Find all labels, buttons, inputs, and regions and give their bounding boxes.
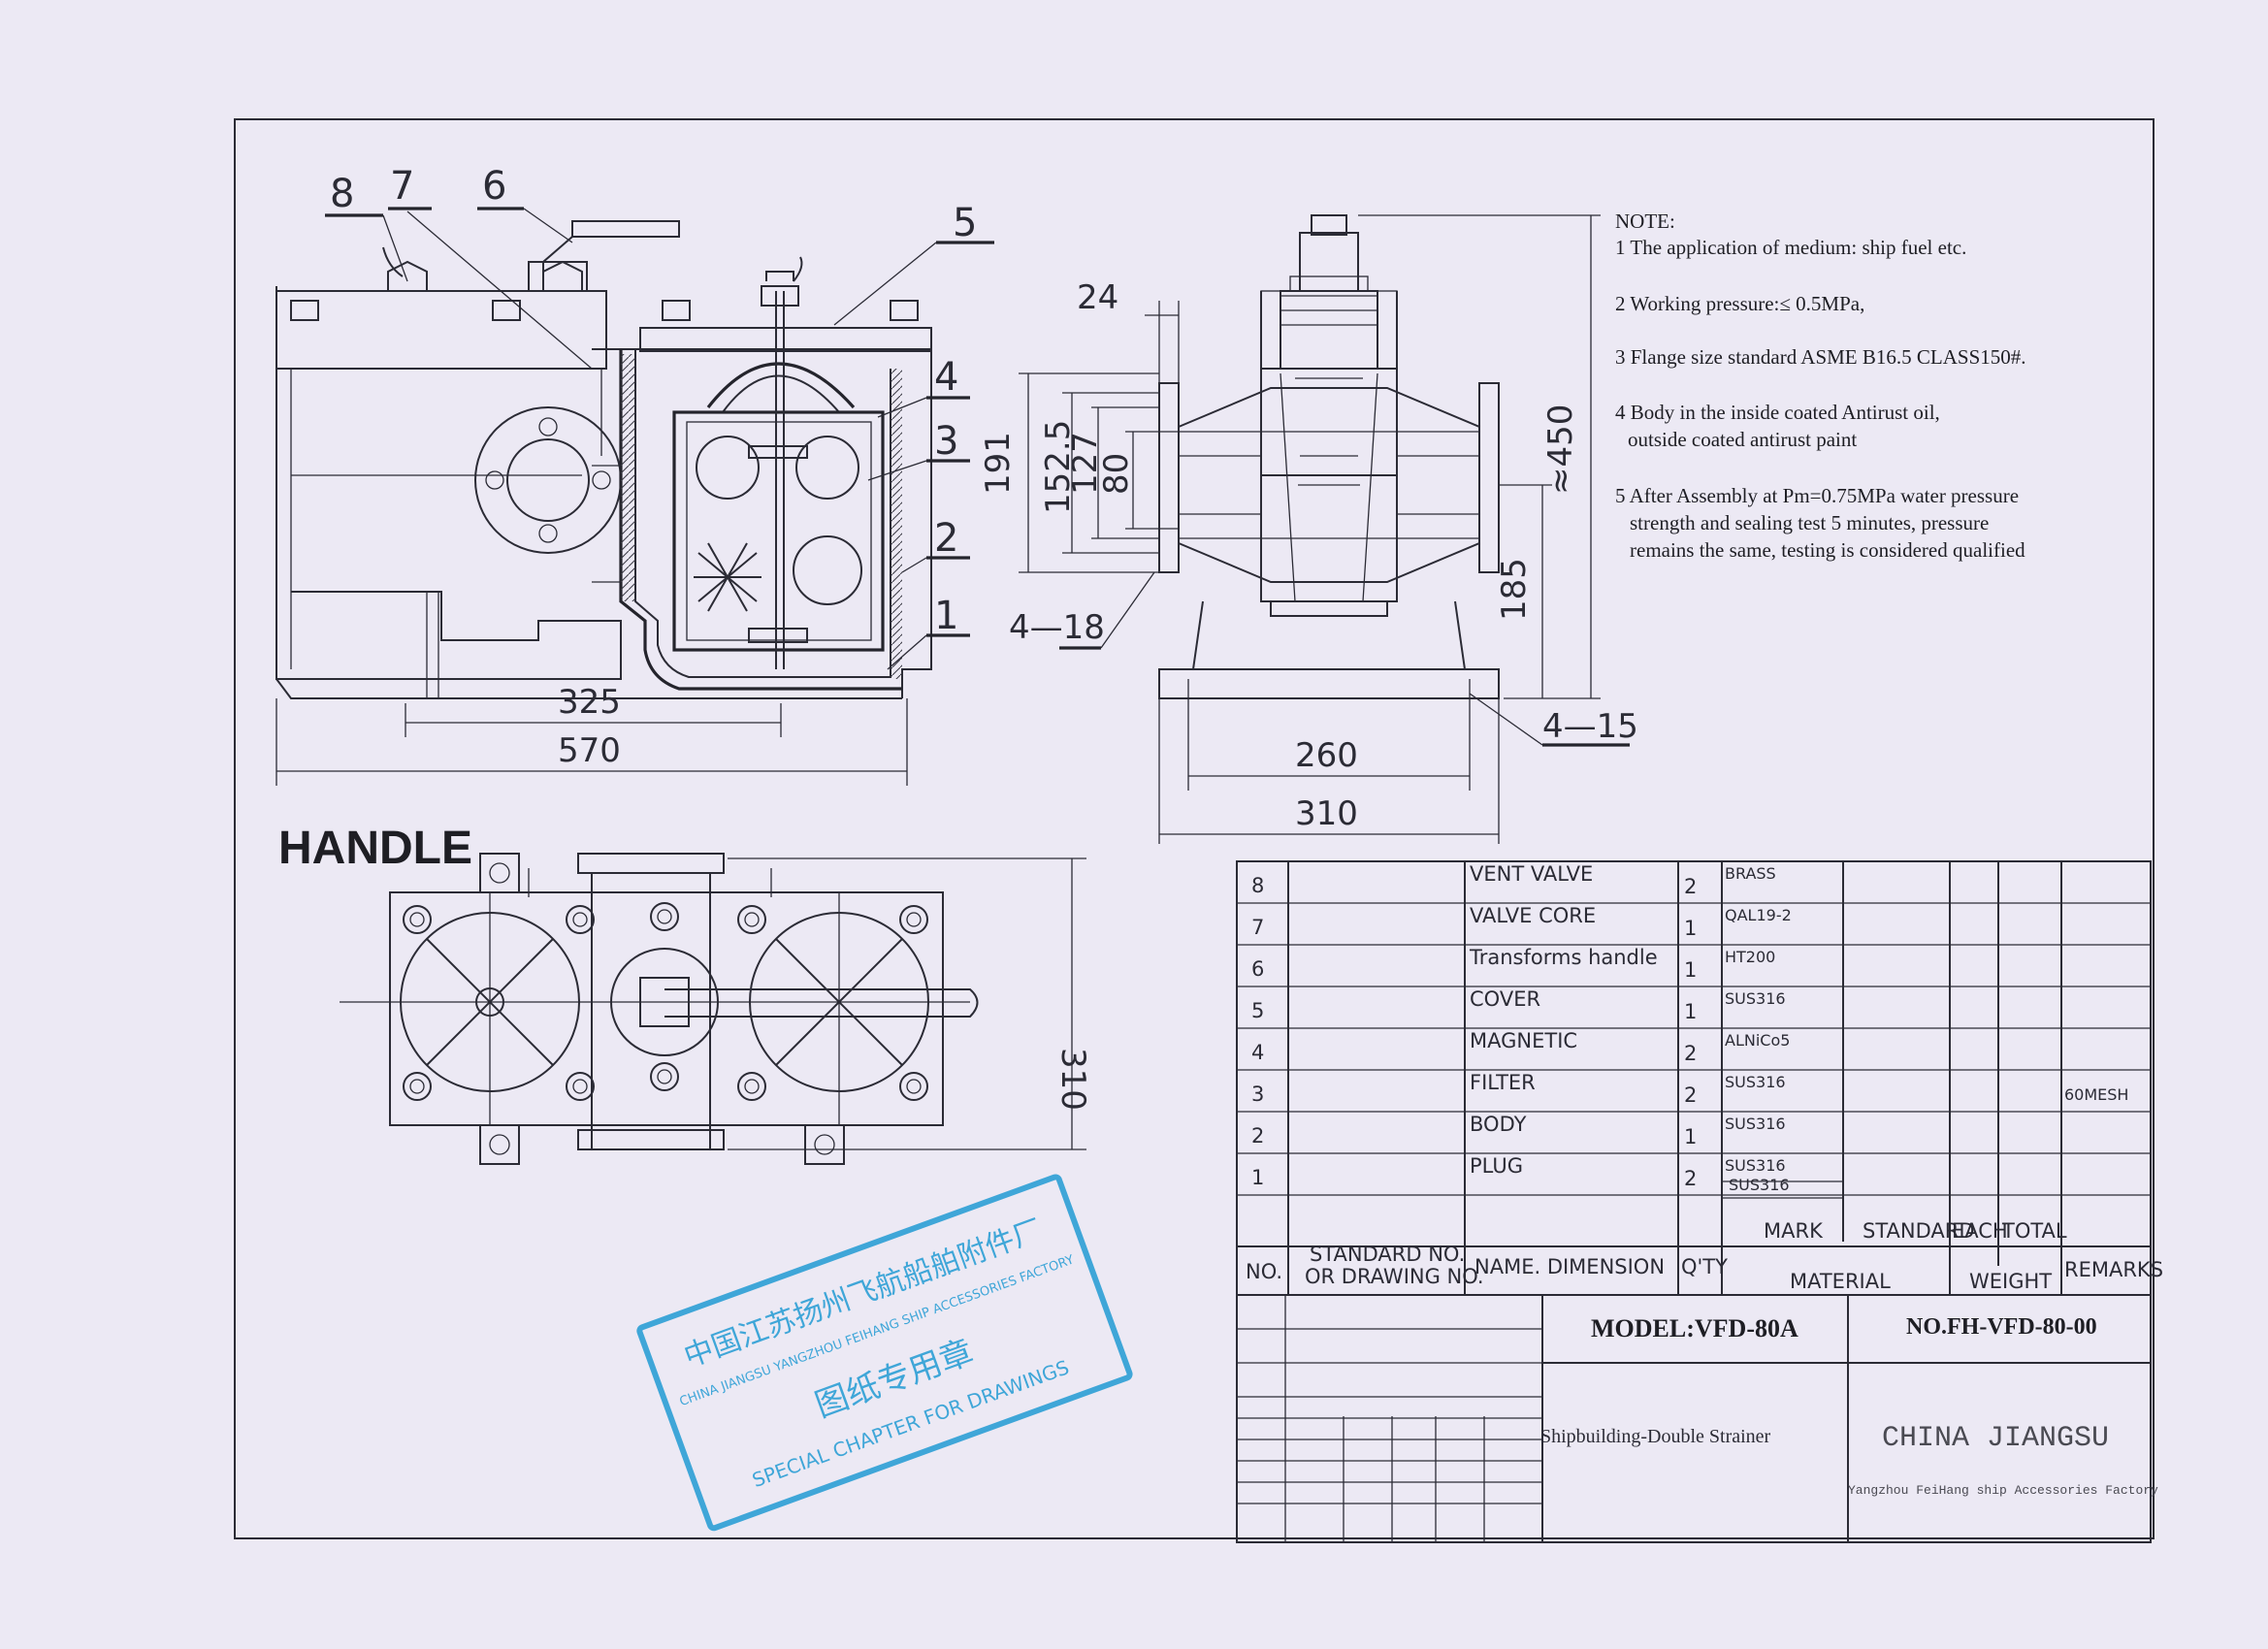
dim-310-top: 310 [1053, 1048, 1092, 1111]
parts-row-7-material: QAL19-2 [1725, 906, 1792, 924]
notes-heading: NOTE: [1615, 210, 1675, 233]
th-weight: WEIGHT [1969, 1270, 2052, 1293]
parts-row-4-material: ALNiCo5 [1725, 1031, 1790, 1050]
callout-4: 4 [934, 355, 958, 400]
parts-row-3-remarks: 60MESH [2064, 1085, 2128, 1104]
th-standard-1: STANDARD NO. [1310, 1243, 1465, 1266]
dim-24: 24 [1077, 278, 1118, 317]
parts-row-4-qty: 2 [1684, 1042, 1697, 1065]
dim-450: ≈450 [1541, 404, 1580, 495]
dim-185: 185 [1495, 558, 1534, 621]
callout-6: 6 [482, 164, 506, 209]
dim-260: 260 [1295, 736, 1358, 775]
dim-152-5: 152.5 [1039, 420, 1078, 514]
note-5a: 5 After Assembly at Pm=0.75MPa water pre… [1615, 484, 2019, 507]
th-name: NAME. DIMENSION [1474, 1255, 1665, 1278]
callout-5: 5 [953, 201, 977, 245]
parts-row-3-name: FILTER [1470, 1071, 1536, 1094]
note-4b: outside coated antirust paint [1628, 428, 1857, 451]
top-view: 310 [340, 853, 1092, 1165]
parts-row-6-name: Transforms handle [1469, 946, 1658, 969]
parts-row-1-material: SUS316 [1725, 1156, 1786, 1175]
th-qty: Q'TY [1681, 1255, 1728, 1278]
note-5c: remains the same, testing is considered … [1630, 538, 2025, 562]
parts-row-1-material-extra: SUS316 [1729, 1176, 1790, 1194]
title-block: MODEL:VFD-80A NO.FH-VFD-80-00 Shipbuildi… [1236, 1294, 2158, 1543]
note-4a: 4 Body in the inside coated Antirust oil… [1615, 401, 1940, 424]
parts-row-8-qty: 2 [1684, 875, 1697, 898]
parts-row-1-name: PLUG [1470, 1154, 1523, 1178]
parts-row-1-no: 1 [1251, 1166, 1264, 1189]
part-callouts: 8 7 6 5 4 3 2 1 [325, 164, 994, 670]
dim-570: 570 [558, 731, 621, 770]
th-material: MATERIAL [1790, 1270, 1891, 1293]
parts-row-5-material: SUS316 [1725, 989, 1786, 1008]
front-section-view [275, 220, 932, 699]
parts-row-8-no: 8 [1251, 874, 1264, 897]
th-standard: STANDARD [1863, 1219, 1975, 1243]
parts-row-2-material: SUS316 [1725, 1115, 1786, 1133]
parts-row-4-name: MAGNETIC [1470, 1029, 1577, 1052]
note-3: 3 Flange size standard ASME B16.5 CLASS1… [1615, 345, 2026, 369]
parts-row-5-name: COVER [1470, 987, 1540, 1011]
parts-row-7-name: VALVE CORE [1470, 904, 1596, 927]
dim-310: 310 [1295, 794, 1358, 833]
th-each: EACH [1952, 1219, 2008, 1243]
note-1: 1 The application of medium: ship fuel e… [1615, 236, 1966, 259]
th-remarks: REMARKS [2064, 1258, 2163, 1281]
note-2: 2 Working pressure:≤ 0.5MPa, [1615, 292, 1864, 315]
th-no: NO. [1246, 1260, 1282, 1283]
parts-row-7-qty: 1 [1684, 917, 1697, 940]
callout-1: 1 [934, 594, 958, 638]
parts-row-8-material: BRASS [1725, 864, 1776, 883]
parts-row-3-material: SUS316 [1725, 1073, 1786, 1091]
parts-row-6-material: HT200 [1725, 948, 1775, 966]
side-dimensions: 24 191 152.5 127 80 ≈450 185 4—15 2 [979, 214, 1638, 844]
dim-325: 325 [558, 683, 621, 722]
dim-191: 191 [979, 432, 1018, 495]
callout-8: 8 [330, 172, 354, 216]
company-name: Yangzhou FeiHang ship Accessories Factor… [1848, 1483, 2158, 1498]
callout-2: 2 [934, 516, 958, 561]
callout-3: 3 [934, 419, 958, 464]
side-view [1158, 214, 1500, 699]
th-total: TOTAL [2001, 1219, 2067, 1243]
model-title: MODEL:VFD-80A [1591, 1314, 1798, 1342]
notes-block: NOTE: 1 The application of medium: ship … [1615, 210, 2026, 562]
note-5b: strength and sealing test 5 minutes, pre… [1630, 511, 1989, 534]
th-mark: MARK [1764, 1219, 1824, 1243]
dim-80: 80 [1097, 453, 1136, 495]
parts-row-3-qty: 2 [1684, 1083, 1697, 1107]
handle-label: HANDLE [278, 823, 472, 874]
parts-row-2-name: BODY [1470, 1113, 1527, 1136]
parts-row-5-no: 5 [1251, 999, 1264, 1022]
drawing-number: NO.FH-VFD-80-00 [1906, 1314, 2097, 1340]
parts-row-2-qty: 1 [1684, 1125, 1697, 1148]
parts-row-5-qty: 1 [1684, 1000, 1697, 1023]
callout-7: 7 [390, 164, 414, 209]
drawing-border [234, 118, 2155, 1539]
parts-table: 8 VENT VALVE 2 BRASS 7 VALVE CORE 1 QAL19-2 6 Tra… [1236, 860, 2163, 1296]
factory-stamp: 中国江苏扬州飞航船舶附件厂 CHINA JIANGSU YANGZHOU FEI… [636, 1174, 1133, 1532]
parts-row-8-name: VENT VALVE [1470, 862, 1593, 886]
drawing-description: Shipbuilding-Double Strainer [1540, 1426, 1771, 1447]
parts-row-1-qty: 2 [1684, 1167, 1697, 1190]
dim-4-15: 4—15 [1542, 707, 1638, 746]
parts-row-6-no: 6 [1251, 957, 1264, 981]
parts-row-3-no: 3 [1251, 1083, 1264, 1106]
parts-row-7-no: 7 [1251, 916, 1264, 939]
parts-row-4-no: 4 [1251, 1041, 1264, 1064]
front-dimensions: 325 570 4—18 [275, 571, 1155, 786]
parts-row-6-qty: 1 [1684, 958, 1697, 982]
dim-127: 127 [1066, 432, 1105, 495]
company-region: CHINA JIANGSU [1882, 1422, 2109, 1455]
th-standard-2: OR DRAWING NO. [1305, 1265, 1484, 1288]
dim-4-18: 4—18 [1009, 608, 1105, 647]
parts-row-2-no: 2 [1251, 1124, 1264, 1148]
